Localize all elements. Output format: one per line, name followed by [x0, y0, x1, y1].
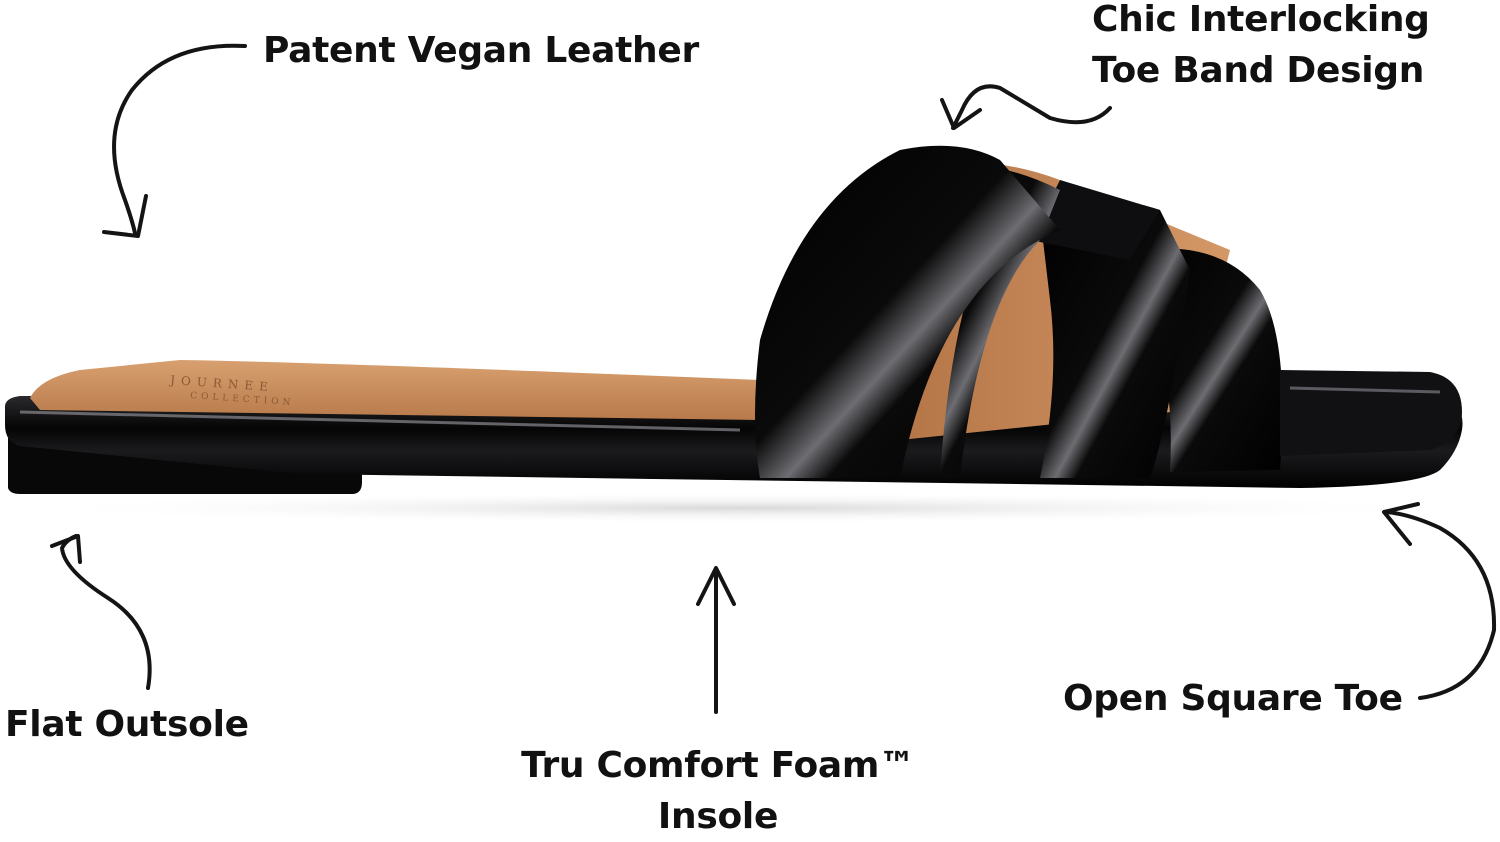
- arrow-patent: [112, 43, 247, 235]
- open-square-toe: [1280, 370, 1462, 456]
- callout-patent-vegan-leather: Patent Vegan Leather: [263, 25, 699, 76]
- callout-flat-text: Flat Outsole: [5, 704, 249, 745]
- arrow-flat-head: [50, 534, 82, 564]
- arrow-chic-head: [940, 98, 982, 130]
- callout-chic-line2: Toe Band Design: [1092, 50, 1425, 91]
- callout-foam-line2: Insole: [657, 796, 779, 837]
- callout-open-square-toe: Open Square Toe: [1063, 673, 1403, 724]
- callout-chic-line1: Chic Interlocking: [1092, 0, 1430, 40]
- arrow-chic: [951, 84, 1112, 130]
- sole-shine: [19, 410, 741, 432]
- rear-strap: [755, 145, 1060, 478]
- callout-foam-line1: Tru Comfort Foam™: [521, 745, 915, 786]
- sandal-illustration: JOURNEE COLLECTION: [4, 145, 1463, 494]
- callout-chic-interlocking: Chic Interlocking Toe Band Design: [1092, 0, 1430, 96]
- callout-patent-text: Patent Vegan Leather: [263, 30, 699, 71]
- arrow-foam-head: [696, 566, 736, 606]
- arrow-patent-head: [102, 194, 148, 238]
- callout-flat-outsole: Flat Outsole: [5, 699, 249, 750]
- arrow-flat: [60, 534, 152, 690]
- arrow-toe-head: [1382, 502, 1420, 546]
- woven-strap-center: [1040, 201, 1190, 478]
- callout-tru-comfort-foam: Tru Comfort Foam™ Insole: [512, 740, 924, 842]
- ground-shadow: [20, 492, 1460, 524]
- cross-band: [1030, 180, 1160, 260]
- callout-arrows: [50, 43, 1497, 714]
- callout-toe-text: Open Square Toe: [1063, 678, 1403, 719]
- insole: [30, 360, 760, 420]
- arrow-toe: [1384, 510, 1497, 700]
- toe-shine: [1289, 386, 1441, 394]
